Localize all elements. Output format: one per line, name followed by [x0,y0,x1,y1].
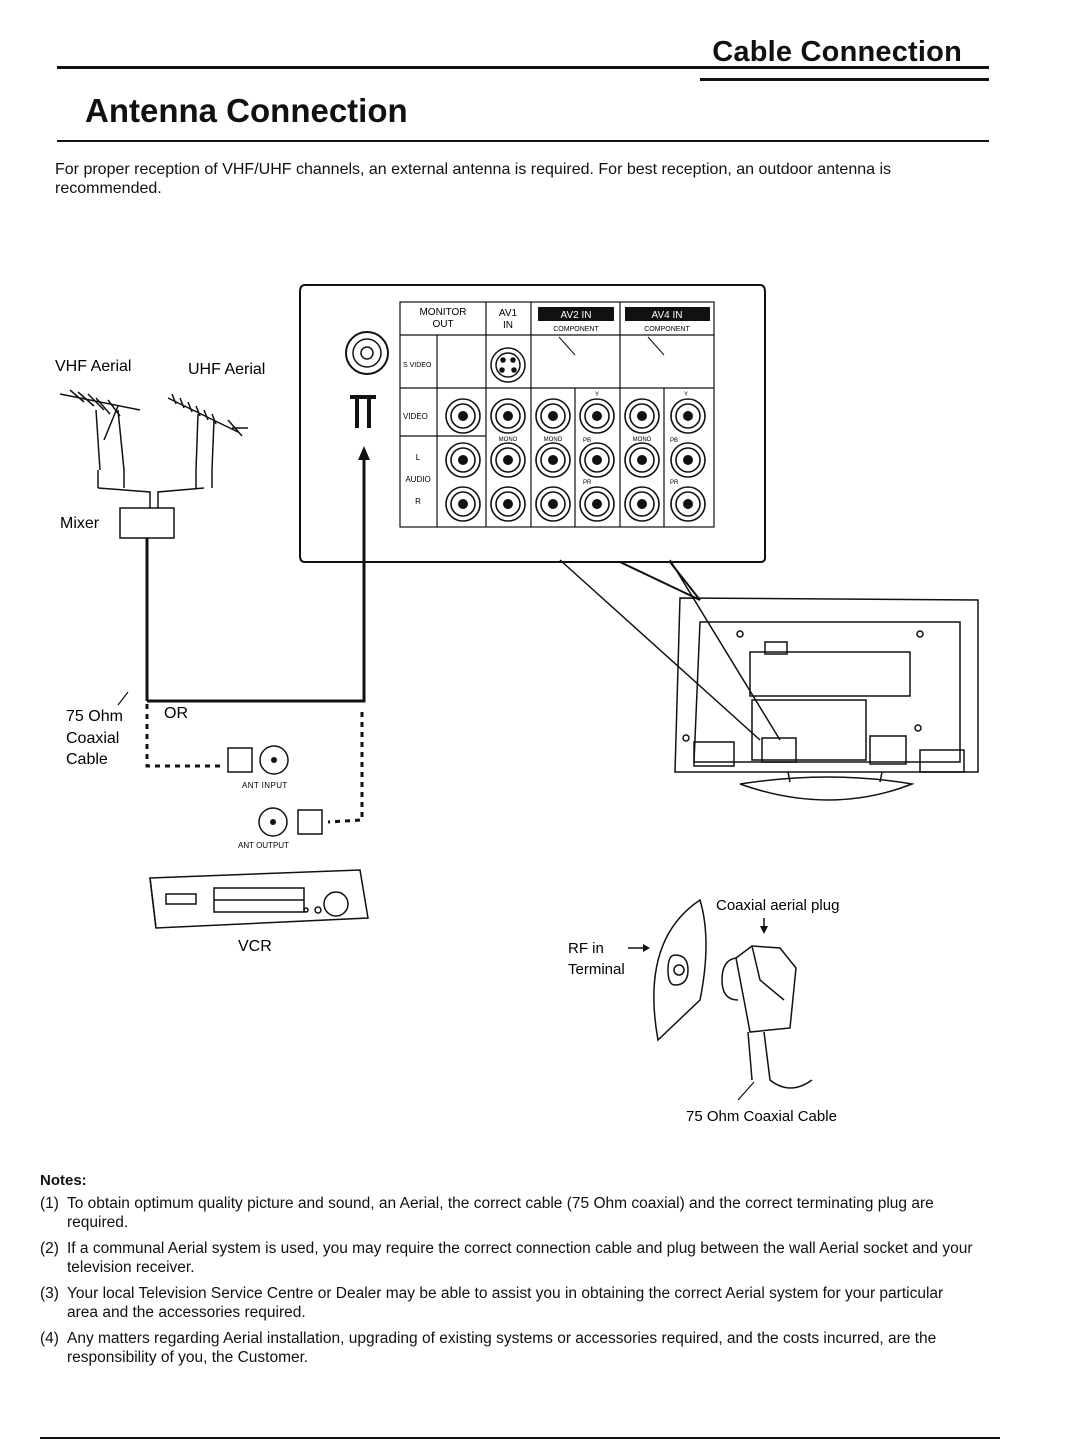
rca-jacks [445,398,706,522]
vcr-icon [149,869,369,929]
ant-input-label: ANT INPUT [242,781,288,790]
note-item: (3) Your local Television Service Centre… [40,1284,975,1322]
note-item: (4) Any matters regarding Aerial install… [40,1329,975,1367]
rca-jack-icon [624,442,660,478]
note-text: Your local Television Service Centre or … [67,1285,944,1321]
vhf-aerial-label: VHF Aerial [55,358,131,375]
rca-jack-icon [445,486,481,522]
intro-paragraph: For proper reception of VHF/UHF channels… [55,161,892,197]
panel-component-label-av4: COMPONENT [644,326,690,333]
panel-monitor-out-label2: OUT [432,319,453,330]
antenna-symbol-icon [350,395,376,428]
panel-audio-r-label: R [415,497,421,506]
panel-antenna-jack-icon [345,331,389,375]
cable-label: Cable [66,751,108,768]
rca-jack-icon [624,486,660,522]
rf-in-label: RF in [568,940,604,957]
terminal-grid [399,301,715,528]
note-text: If a communal Aerial system is used, you… [67,1240,973,1276]
rca-jack-icon [490,442,526,478]
uhf-aerial-icon [167,393,248,488]
panel-av4-label: AV4 IN [652,310,683,321]
svideo-jack-icon [490,347,526,383]
rca-jack-icon [535,442,571,478]
note-number: (4) [40,1330,59,1347]
rca-jack-icon [579,398,615,434]
panel-pr-label-av2: PR [583,480,592,486]
wall-plate-icon [653,898,707,1042]
note-number: (2) [40,1240,59,1257]
vcr-label: VCR [238,938,272,955]
note-item: (1) To obtain optimum quality picture an… [40,1194,975,1232]
panel-y-label-av2: Y [595,392,599,398]
ant-input-jack-icon [259,745,289,775]
panel-mono-label-av1: MONO [499,437,518,443]
tv-back-icon [674,597,979,801]
panel-av1-in-label: IN [503,320,513,331]
rca-jack-icon [670,398,706,434]
panel-callout-frame [299,284,766,601]
rca-jack-icon [535,486,571,522]
panel-pb-label-av2: PB [583,438,591,444]
panel-y-label-av4: Y [684,392,688,398]
uhf-aerial-label: UHF Aerial [188,361,265,378]
note-text: To obtain optimum quality picture and so… [67,1195,934,1231]
cable75-label: 75 Ohm Coaxial Cable [686,1108,837,1125]
ohm-label: 75 Ohm [66,708,123,725]
note-text: Any matters regarding Aerial installatio… [67,1330,937,1366]
header-rule [57,66,989,69]
rca-jack-icon [670,486,706,522]
section-rule [57,140,989,142]
rca-jack-icon [579,486,615,522]
rca-jack-icon [445,442,481,478]
note-item: (2) If a communal Aerial system is used,… [40,1239,975,1277]
panel-monitor-out-label: MONITOR [419,307,466,318]
rca-jack-icon [445,398,481,434]
panel-av2-label: AV2 IN [561,310,592,321]
rca-jack-icon [624,398,660,434]
page-header-title: Cable Connection [712,36,962,68]
rca-jack-icon [535,398,571,434]
notes-list: (1) To obtain optimum quality picture an… [40,1194,975,1374]
panel-video-label: VIDEO [403,412,428,421]
panel-svideo-label: S VIDEO [403,362,432,369]
panel-mono-label-av2: MONO [544,437,563,443]
panel-av1-label: AV1 [499,308,518,319]
panel-audio-l-label: L [416,453,421,462]
ant-output-jack-icon [258,807,288,837]
note-number: (1) [40,1195,59,1212]
rca-jack-icon [490,486,526,522]
terminal-label: Terminal [568,961,625,978]
ant-output-label: ANT OUTPUT [238,841,289,850]
footer-rule [40,1437,1000,1439]
vhf-aerial-icon [59,389,141,488]
panel-pb-label-av4: PB [670,438,678,444]
note-number: (3) [40,1285,59,1302]
or-label: OR [164,705,188,722]
section-title: Antenna Connection [85,92,408,129]
panel-pr-label-av4: PR [670,480,679,486]
coaxial-label: Coaxial [66,730,119,747]
coaxial-plug-label: Coaxial aerial plug [716,897,839,914]
mixer-box [119,507,175,539]
rca-jack-icon [490,398,526,434]
panel-mono-label-av4: MONO [633,437,652,443]
rca-jack-icon [579,442,615,478]
notes-title: Notes: [40,1172,87,1189]
rca-jack-icon [670,442,706,478]
mixer-label: Mixer [60,515,100,532]
panel-component-label-av2: COMPONENT [553,326,599,333]
coaxial-plug-icon [721,945,813,1089]
header-rule-lower [700,78,989,81]
panel-audio-label: AUDIO [405,475,430,484]
